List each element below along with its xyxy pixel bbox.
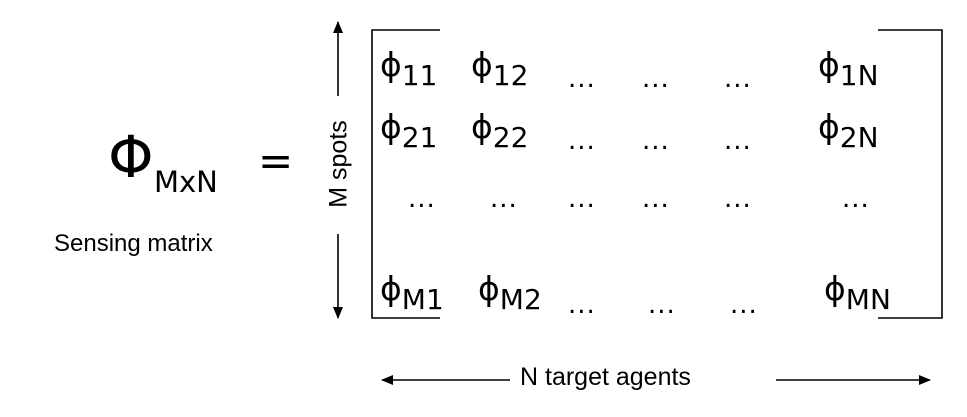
matrix-ellipsis: ... <box>490 184 518 214</box>
equals-sign: = <box>258 136 294 185</box>
matrix-ellipsis: ... <box>568 64 596 94</box>
matrix-cell-m2: ϕM2 <box>478 269 542 316</box>
matrix-cell-1n: ϕ1N <box>818 45 879 92</box>
matrix-right-bracket <box>878 29 943 319</box>
matrix-left-bracket <box>371 29 440 319</box>
matrix-cell-2n: ϕ2N <box>818 107 879 154</box>
matrix-ellipsis: ... <box>730 290 758 320</box>
matrix-ellipsis: ... <box>568 184 596 214</box>
matrix-ellipsis: ... <box>642 126 670 156</box>
matrix-cell-mn: ϕMN <box>824 269 891 316</box>
matrix-ellipsis: ... <box>648 290 676 320</box>
matrix-ellipsis: ... <box>642 184 670 214</box>
matrix-ellipsis: ... <box>568 126 596 156</box>
matrix-ellipsis: ... <box>842 184 870 214</box>
matrix-cell-21: ϕ21 <box>380 107 438 154</box>
matrix-ellipsis: ... <box>568 290 596 320</box>
matrix-ellipsis: ... <box>408 184 436 214</box>
sensing-matrix-label: Sensing matrix <box>54 230 213 257</box>
matrix-cell-11: ϕ11 <box>380 45 438 92</box>
matrix-cell-22: ϕ22 <box>471 107 529 154</box>
matrix-ellipsis: ... <box>724 126 752 156</box>
matrix-ellipsis: ... <box>642 64 670 94</box>
n-target-agents-label: N target agents <box>520 363 691 391</box>
phi-subscript: MxN <box>154 165 218 199</box>
matrix-cell-12: ϕ12 <box>471 45 529 92</box>
phi-symbol: Φ <box>108 123 154 191</box>
matrix-ellipsis: ... <box>724 184 752 214</box>
m-spots-label: M spots <box>324 120 353 208</box>
matrix-cell-m1: ϕM1 <box>380 269 444 316</box>
matrix-ellipsis: ... <box>724 64 752 94</box>
